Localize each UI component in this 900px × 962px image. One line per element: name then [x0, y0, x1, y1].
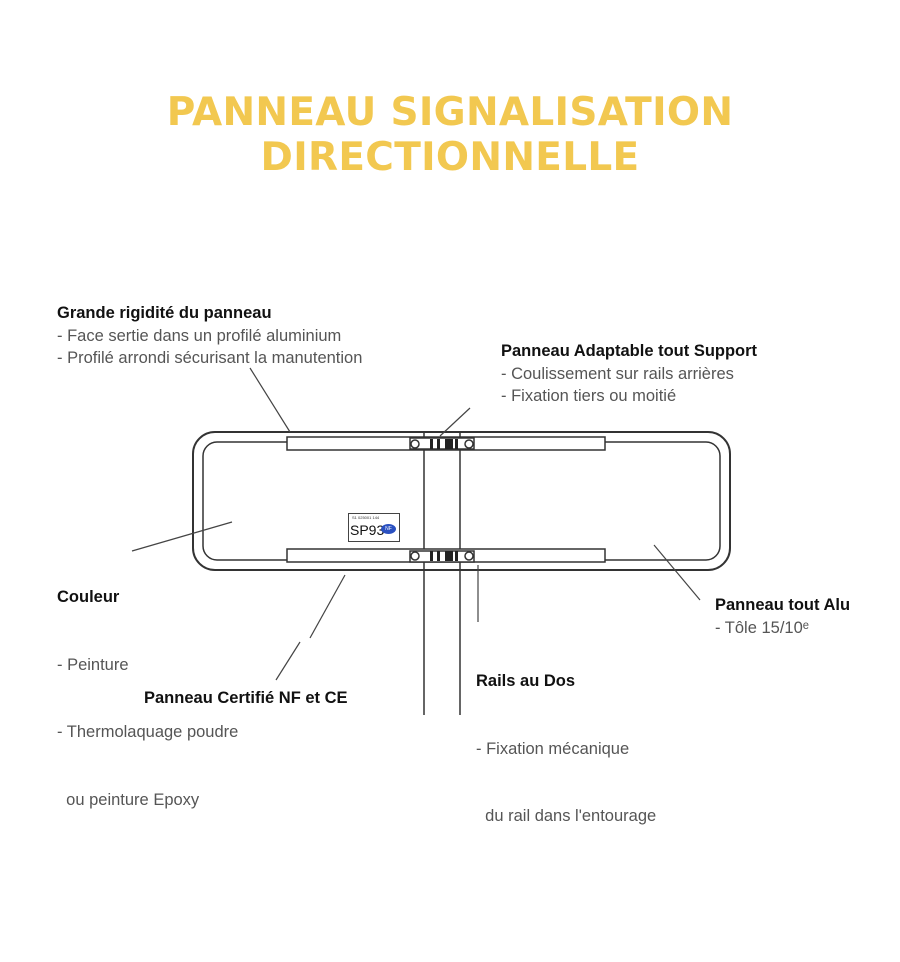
- label-heading: Panneau Adaptable tout Support: [501, 342, 758, 360]
- panel-outer-frame: [192, 431, 731, 571]
- panel-inner-frame: [202, 441, 721, 561]
- label-line: - Fixation mécanique: [476, 739, 630, 758]
- page-title: PANNEAU SIGNALISATION DIRECTIONNELLE: [166, 90, 734, 180]
- label-heading: Panneau tout Alu: [715, 596, 851, 614]
- bolt-icon: [410, 439, 420, 449]
- leader-alu: [653, 544, 701, 601]
- label-heading: Rails au Dos: [476, 672, 576, 690]
- leader-rigidite: [249, 367, 291, 433]
- label-line: - Profilé arrondi sécurisant la manutent…: [57, 349, 363, 367]
- label-line: - Coulissement sur rails arrières: [501, 364, 734, 383]
- label-heading: Couleur: [57, 588, 120, 606]
- label-line: du rail dans l'entourage: [476, 807, 657, 825]
- label-line: - Fixation tiers ou moitié: [501, 387, 677, 405]
- label-couleur: Couleur - Peinture - Thermolaquage poudr…: [57, 541, 238, 856]
- label-certifie: Panneau Certifié NF et CE: [144, 687, 348, 710]
- leader-certifie-b: [275, 641, 301, 681]
- leader-lines: [131, 367, 701, 681]
- bolt-icon: [464, 439, 474, 449]
- label-heading: Grande rigidité du panneau: [57, 304, 272, 322]
- nf-certification-plate: S1 025001 144 SP93 NF: [348, 513, 400, 542]
- bolt-icon: [464, 551, 474, 561]
- leader-certifie-a: [309, 574, 346, 639]
- clamp-top: [409, 437, 475, 450]
- bolt-icon: [410, 551, 420, 561]
- leader-adaptable: [439, 407, 471, 437]
- label-alu: Panneau tout Alu - Tôle 15/10ᵉ: [715, 594, 850, 639]
- label-line: ou peinture Epoxy: [57, 790, 200, 809]
- label-line: - Peinture: [57, 655, 129, 674]
- plate-code: SP93: [350, 522, 385, 538]
- label-line: - Thermolaquage poudre: [57, 723, 239, 741]
- clamp-bottom: [409, 550, 475, 563]
- label-line: - Face sertie dans un profilé aluminium: [57, 326, 342, 345]
- nf-logo-icon: NF: [381, 524, 396, 534]
- label-rails: Rails au Dos - Fixation mécanique du rai…: [476, 625, 656, 873]
- label-heading: Panneau Certifié NF et CE: [144, 689, 348, 707]
- plate-number: S1 025001 144: [352, 515, 380, 520]
- label-line: - Tôle 15/10ᵉ: [715, 618, 809, 637]
- label-rigidite: Grande rigidité du panneau - Face sertie…: [57, 302, 362, 370]
- clamp-teeth: [430, 439, 458, 561]
- label-adaptable: Panneau Adaptable tout Support - Couliss…: [501, 340, 757, 408]
- leader-couleur: [131, 521, 233, 552]
